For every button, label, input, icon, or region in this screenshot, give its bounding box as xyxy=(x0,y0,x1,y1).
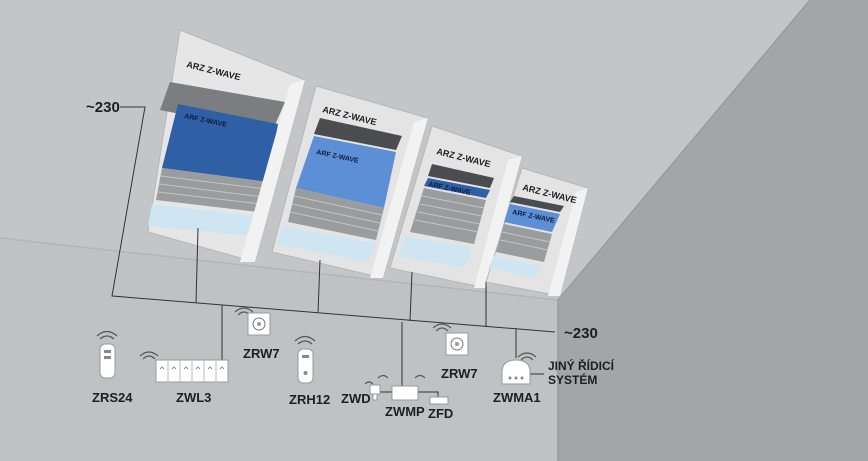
zwd-label: ZWD xyxy=(341,391,371,406)
zwd-signal-icon xyxy=(364,381,374,385)
zwmp-signal-icon xyxy=(377,374,426,379)
zwma1-actuator-icon xyxy=(501,359,531,385)
other-system-label-line2: SYSTÉM xyxy=(548,372,597,387)
zrs24-signal-icon xyxy=(96,330,118,340)
window-4-blind xyxy=(504,204,560,232)
ceiling-edge xyxy=(0,237,559,301)
zwma1-label: ZWMA1 xyxy=(493,390,541,405)
drop-window-1 xyxy=(195,227,199,304)
mains-line xyxy=(111,106,556,333)
zwl3-switch xyxy=(139,351,229,383)
right-wall xyxy=(558,0,868,461)
roof-window-1: ARZ Z-WAVE ARF Z-WAVE xyxy=(147,29,306,263)
zrh12-remote-icon xyxy=(297,348,314,384)
back-wall xyxy=(0,238,558,461)
zfd-detector-icon xyxy=(429,396,449,405)
zrw7-right-label: ZRW7 xyxy=(441,366,478,381)
zwd-sensor-icon xyxy=(369,384,381,395)
zwl3-signal-icon xyxy=(139,351,159,360)
window-3-blind xyxy=(424,178,490,198)
zrs24-label: ZRS24 xyxy=(92,390,133,405)
voltage-label-top: ~230 xyxy=(86,99,120,116)
roof-window-3: ARZ Z-WAVE ARF Z-WAVE xyxy=(389,125,523,289)
zwd-detector xyxy=(364,381,381,401)
zrw7-right-signal-icon xyxy=(432,323,452,332)
zwmp-module-icon xyxy=(391,385,419,401)
zrw7-left-label: ZRW7 xyxy=(243,346,280,361)
zrw7-left-controller xyxy=(234,307,271,336)
voltage-label-right: ~230 xyxy=(564,325,598,342)
corner-edge xyxy=(557,0,811,301)
drop-window-3 xyxy=(409,271,413,322)
zwl3-label: ZWL3 xyxy=(176,390,211,405)
zwmp-label: ZWMP xyxy=(385,404,425,419)
zrh12-signal-icon xyxy=(294,335,316,345)
zrs24-remote xyxy=(96,330,118,379)
roof-window-4: ARZ Z-WAVE ARF Z-WAVE xyxy=(485,167,589,297)
roof-window-2: ARZ Z-WAVE ARF Z-WAVE xyxy=(271,85,429,279)
zfd-detector xyxy=(429,396,449,405)
mains-wiring xyxy=(111,106,556,397)
zrs24-remote-icon xyxy=(99,343,116,379)
zwma1-actuator xyxy=(501,352,537,385)
zrw7-right-controller xyxy=(432,323,469,356)
zwmp-module xyxy=(377,374,426,401)
window-1-blind xyxy=(162,104,278,182)
zrh12-label: ZRH12 xyxy=(289,392,330,407)
window-2-blind xyxy=(296,136,396,208)
zwma1-signal-icon xyxy=(517,352,537,361)
zfd-label: ZFD xyxy=(428,406,453,421)
link-zfd xyxy=(418,391,439,397)
zrh12-remote xyxy=(294,335,316,384)
other-system-label-line1: JINÝ ŘÍDICÍ xyxy=(548,358,615,373)
drop-window-2 xyxy=(317,259,321,314)
